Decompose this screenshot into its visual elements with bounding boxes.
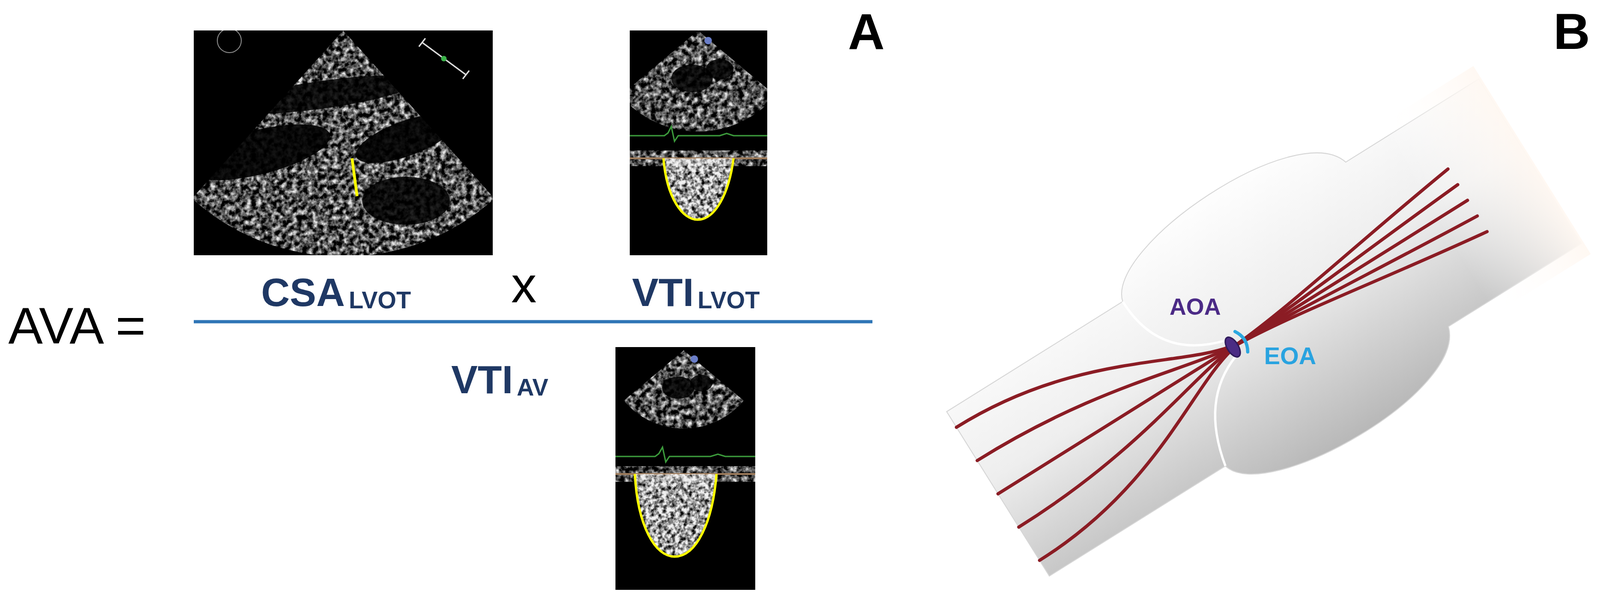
panel-letter: A	[847, 5, 885, 57]
doppler-spectrum	[663, 158, 734, 220]
cavity	[690, 374, 713, 392]
formula-subscript: LVOT	[697, 287, 760, 312]
vti-trace	[663, 158, 734, 220]
formula-term: VTI	[451, 359, 514, 400]
jet-streamline	[1223, 184, 1468, 347]
ecg-trace	[629, 126, 768, 142]
label-anchor: A	[847, 5, 885, 57]
doppler-spectrum	[634, 473, 717, 557]
cavity	[350, 103, 462, 174]
jet-streamline	[1233, 200, 1488, 378]
label-anchor: AVA =	[8, 299, 146, 352]
label-anchor: VTI	[451, 359, 514, 400]
probe-marker	[217, 30, 242, 53]
cavity	[225, 67, 421, 122]
cavity	[705, 59, 734, 80]
streamline	[998, 348, 1253, 528]
tube-fade	[1377, 65, 1591, 314]
ecg-trace	[615, 447, 756, 462]
cavity	[193, 113, 336, 192]
echo-image-lvot-diameter	[193, 30, 493, 256]
echo-image-lvot-doppler	[629, 30, 768, 256]
panel-letter: B	[1553, 5, 1590, 57]
ultrasound-sector	[629, 30, 768, 132]
label-anchor: AOA	[1169, 295, 1221, 319]
vti-trace	[634, 473, 717, 557]
label-anchor: LVOT	[697, 287, 760, 312]
anatomic-orifice-marker	[1222, 334, 1244, 359]
formula-term: CSA	[261, 272, 346, 312]
streamline	[998, 348, 1274, 561]
label-anchor: LVOT	[348, 287, 412, 312]
probe-marker	[690, 355, 699, 363]
cavity	[662, 376, 695, 399]
flow-streamlines	[956, 133, 1510, 561]
label-anchor: VTI	[632, 272, 694, 312]
jet-streamline	[1233, 200, 1478, 363]
label-anchor: B	[1553, 5, 1590, 57]
image-background	[615, 346, 756, 590]
ultrasound-sector	[623, 350, 744, 429]
aortic-tube	[922, 40, 1600, 600]
effective-orifice-marker	[1235, 329, 1251, 352]
formula-subscript: LVOT	[348, 287, 412, 312]
formula-subscript: AV	[516, 375, 549, 400]
scale-dot	[441, 55, 447, 62]
streamline	[997, 347, 1232, 494]
label-anchor: x	[511, 259, 537, 311]
area-label: EOA	[1264, 343, 1317, 368]
probe-marker	[704, 36, 712, 45]
formula-term: VTI	[632, 272, 694, 312]
cavity	[362, 176, 450, 225]
scale-bar	[422, 42, 466, 75]
lvot-diameter-line	[352, 158, 358, 197]
echo-image-av-doppler	[615, 346, 756, 590]
aortic-root-illustration	[922, 39, 1600, 600]
scale-tick	[462, 70, 470, 79]
multiply-sign: x	[511, 259, 537, 311]
formula-lhs: AVA =	[8, 299, 146, 352]
label-anchor: CSA	[261, 272, 346, 312]
area-label: AOA	[1169, 295, 1221, 319]
label-anchor: EOA	[1264, 343, 1317, 368]
fraction-bar	[193, 320, 873, 324]
scale-tick	[418, 38, 426, 47]
jet-streamline	[1233, 200, 1468, 347]
label-anchor: AV	[516, 375, 549, 400]
